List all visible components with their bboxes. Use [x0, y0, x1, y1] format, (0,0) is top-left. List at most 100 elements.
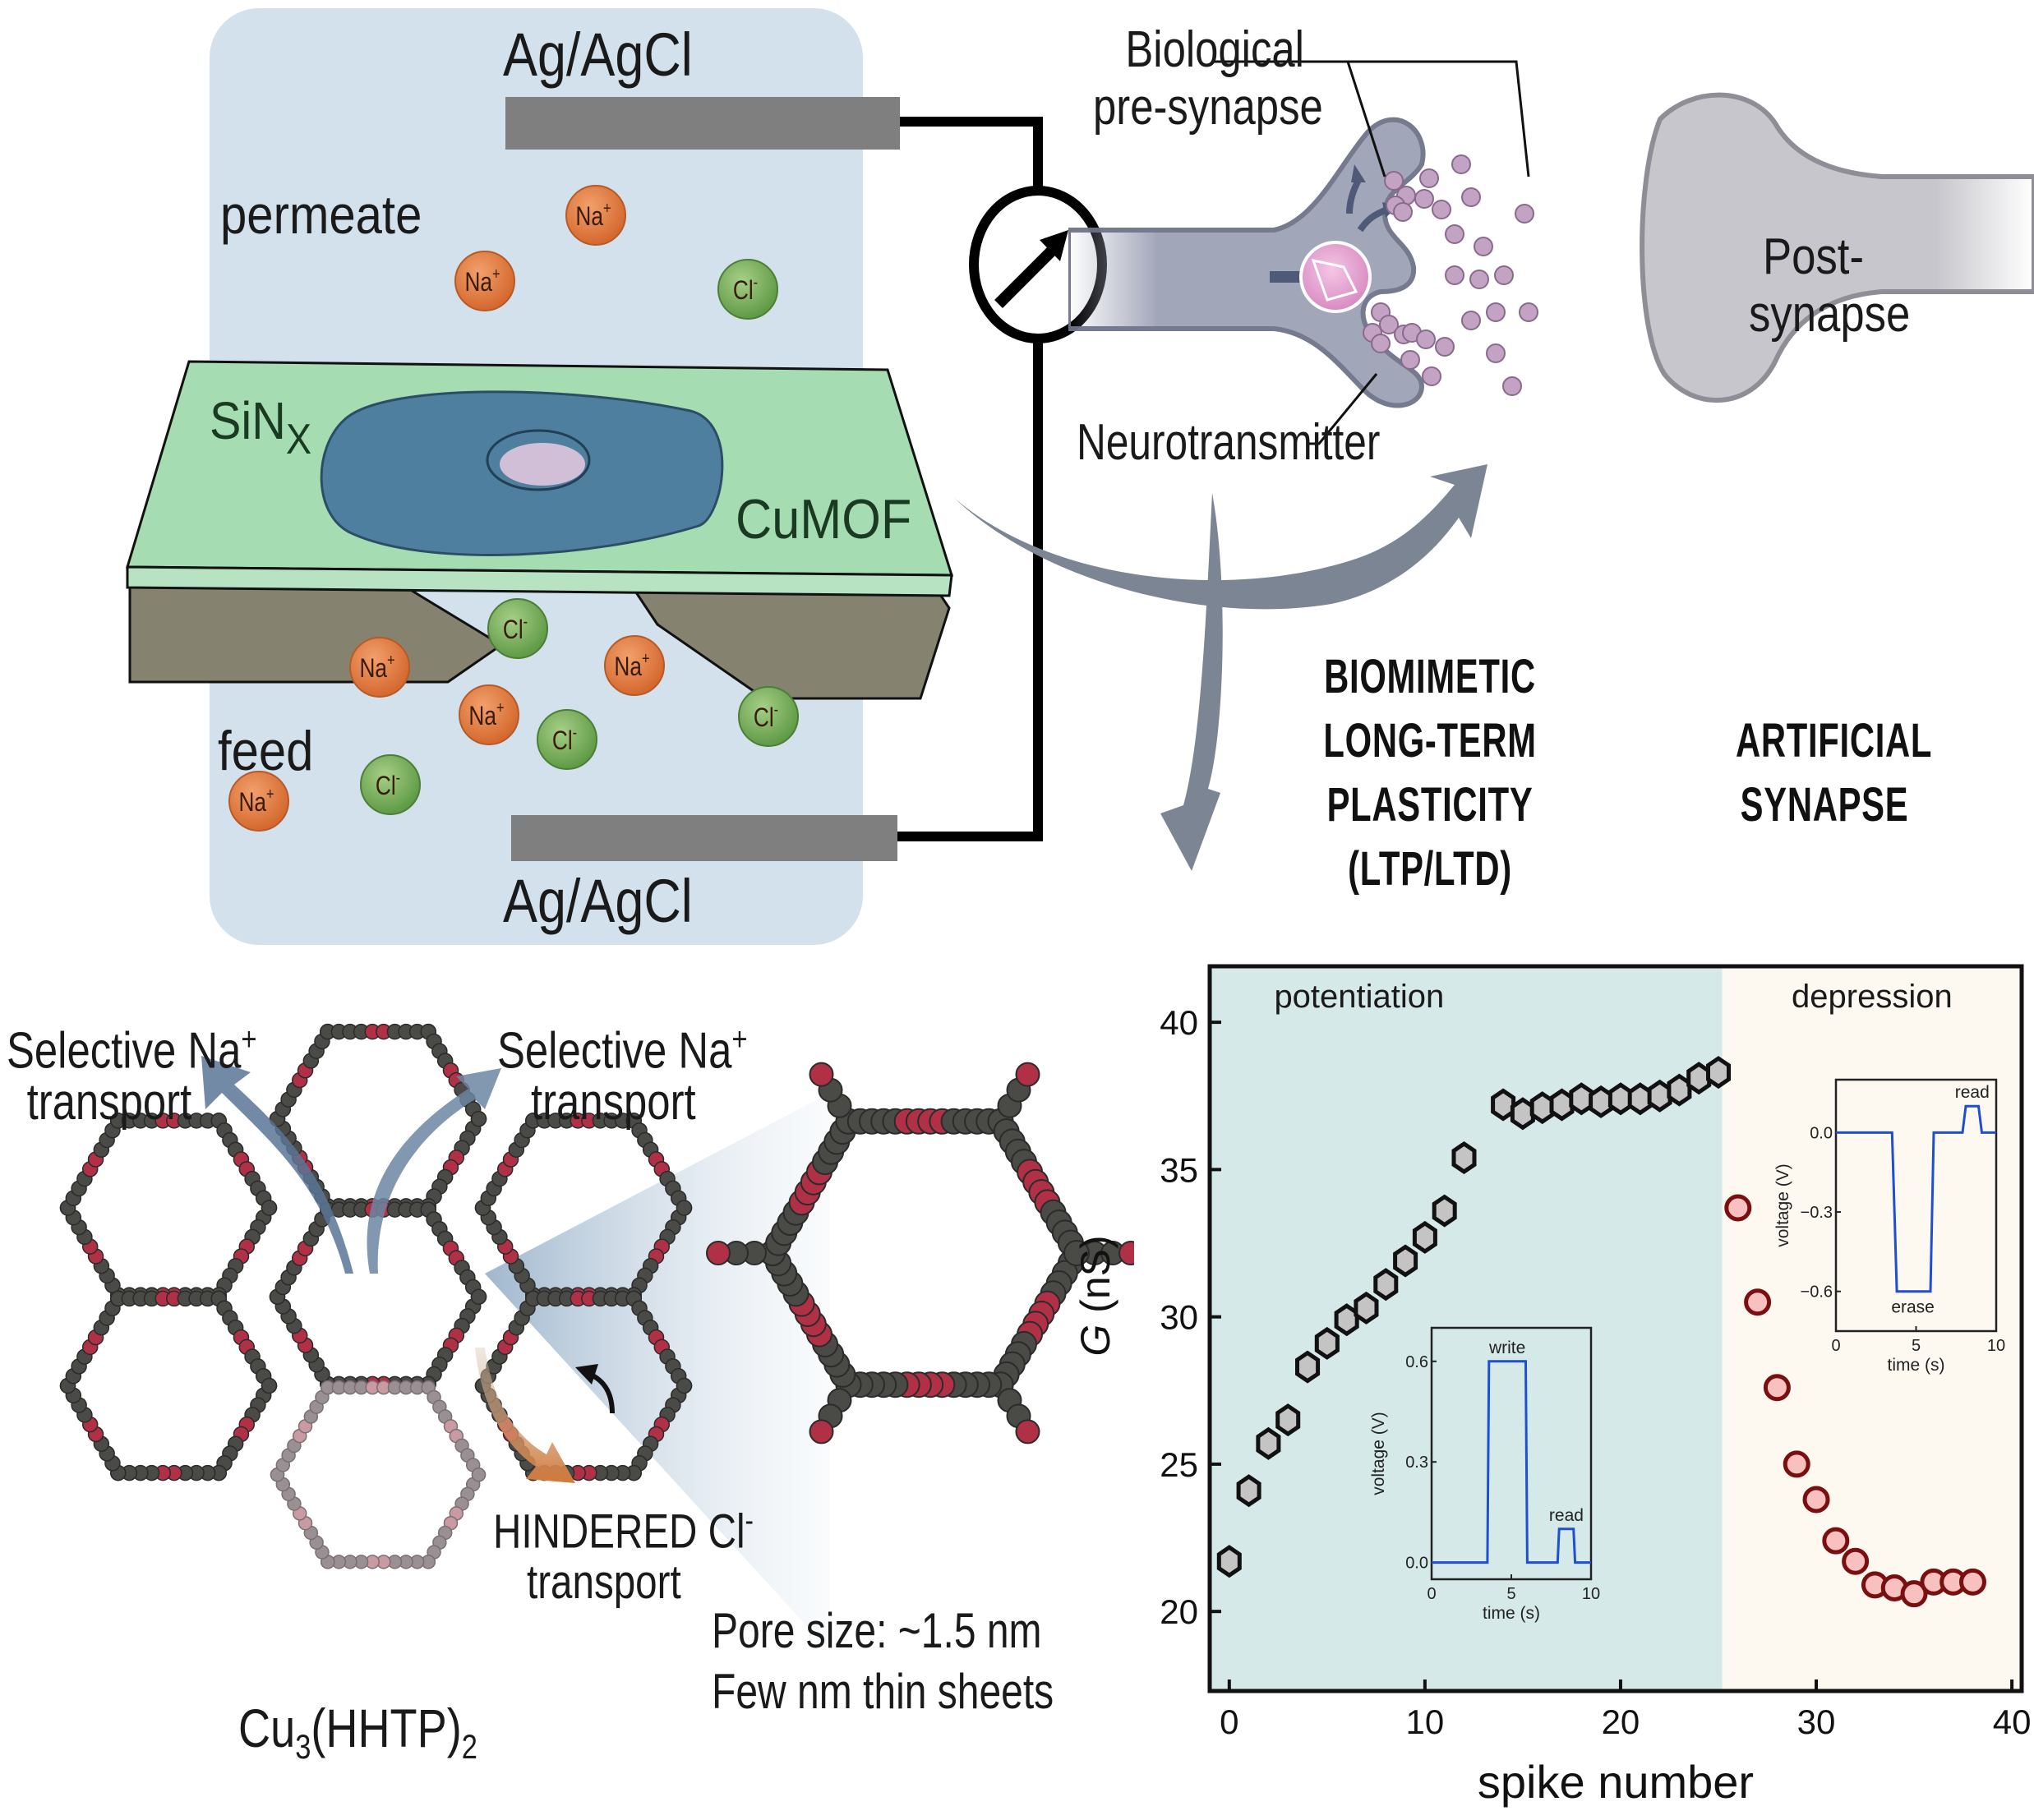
selective-na-left-line1: Selective Na+ [7, 1023, 257, 1077]
mof-hexagon [59, 1290, 278, 1481]
neurotransmitter-dot [1393, 202, 1413, 222]
pore-size-label: Pore size: ~1.5 nm [712, 1603, 1042, 1658]
biomimetic-line: BIOMIMETIC [1324, 650, 1536, 703]
selective-na-right: Selective Na+ transport [497, 1023, 748, 1128]
inset-x-label: time (s) [1483, 1604, 1540, 1623]
post-synapse-label: Post- synapse [1749, 232, 1910, 340]
hindered-cl-line1: HINDERED Cl- [493, 1505, 754, 1555]
circuit-wire [897, 117, 1043, 841]
cl-hindered-arrow [475, 1348, 575, 1483]
hindered-cl-text: HINDERED Cl [493, 1504, 745, 1559]
sodium-ion: Na+ [459, 684, 519, 745]
neurotransmitter-dot [1474, 237, 1493, 256]
pore-info: Pore size: ~1.5 nm Few nm thin sheets [712, 1606, 1054, 1716]
flow-arrows [953, 464, 1487, 871]
selective-na-right-line1: Selective Na+ [497, 1023, 748, 1077]
neurotransmitter-dot [1494, 265, 1514, 285]
inset-x-tick-label: 5 [1506, 1585, 1515, 1603]
sheet-thickness-label: Few nm thin sheets [712, 1664, 1054, 1719]
magnification-cone [485, 1093, 830, 1652]
na-transport-arrow-left [201, 1056, 353, 1274]
artificial-line: SYNAPSE [1740, 778, 1909, 832]
pre-synapse-label-line2: pre-synapse [1093, 79, 1323, 136]
neurotransmitter-dot [1435, 337, 1455, 357]
y-tick-label: 30 [1160, 1298, 1198, 1337]
mof-hexagon [59, 1113, 278, 1303]
data-point-depression [1958, 1568, 1986, 1596]
permeate-label: permeate [220, 184, 422, 245]
neurotransmitter-dot [1486, 302, 1506, 322]
neurotransmitter-dot [1445, 224, 1464, 244]
sodium-ion: Na+ [454, 251, 515, 311]
selective-na-left-text: Selective Na [7, 1022, 242, 1080]
y-tick-label: 25 [1160, 1445, 1198, 1484]
neurotransmitter-label: Neurotransmitter [1077, 414, 1381, 471]
neurotransmitter-dot [1502, 376, 1522, 396]
data-point-depression [1822, 1527, 1850, 1555]
artificial-synapse-text: ARTIFICIAL SYNAPSE [1701, 713, 1948, 841]
sinx-membrane-edge [126, 565, 953, 597]
inset-x-label: time (s) [1888, 1356, 1945, 1375]
arrow-cell-to-synapse [953, 464, 1487, 610]
y-tick-label: 35 [1160, 1150, 1198, 1189]
data-point-potentiation [1667, 1073, 1692, 1107]
pre-synapse-label-line1: Biological [1125, 21, 1304, 78]
region-label-potentiation: potentiation [1274, 979, 1444, 1015]
top-electrode [505, 97, 900, 150]
formula-hhtp: (HHTP) [311, 1698, 462, 1758]
data-point-depression [1724, 1194, 1752, 1222]
neurotransmitter-dot [1371, 334, 1391, 353]
data-point-depression [1744, 1288, 1772, 1316]
sodium-ion: Na+ [565, 185, 626, 246]
sodium-ion: Na+ [604, 635, 665, 696]
neurotransmitter-dot [1379, 315, 1399, 334]
data-point-potentiation [1216, 1545, 1242, 1578]
neurotransmitter-dot [1400, 350, 1420, 370]
x-tick-label: 20 [1602, 1703, 1640, 1741]
chloride-ion: Cl- [487, 598, 548, 659]
synapse-diagram [1068, 60, 2034, 445]
data-point-depression [1900, 1580, 1928, 1608]
data-point-potentiation [1295, 1350, 1321, 1384]
data-point-potentiation [1275, 1403, 1301, 1437]
biomimetic-line: LONG-TERM [1323, 714, 1537, 767]
inset-voltage-trace [1836, 1104, 1996, 1293]
region-label-depression: depression [1792, 979, 1953, 1015]
selective-na-right-line2: transport [531, 1073, 696, 1131]
x-tick-label: 0 [1220, 1703, 1238, 1741]
inset-x-tick-label: 5 [1912, 1337, 1921, 1355]
inset-voltage-trace [1432, 1360, 1591, 1564]
neurotransmitter-dot [1461, 187, 1481, 207]
inset-y-tick-label: 0.3 [1405, 1454, 1428, 1472]
data-point-potentiation [1393, 1244, 1418, 1278]
data-point-potentiation [1491, 1088, 1516, 1122]
data-point-potentiation [1373, 1268, 1399, 1302]
vesicle-membrane-lines [1311, 258, 1358, 302]
formula-cu: Cu [238, 1698, 296, 1758]
data-point-potentiation [1334, 1303, 1359, 1337]
neurotransmitter-dot [1414, 189, 1434, 209]
data-point-potentiation [1627, 1082, 1653, 1116]
inset-annotation-read: read [1955, 1083, 1990, 1102]
neurotransmitter-dot [1515, 204, 1534, 223]
cumof-label: CuMOF [736, 488, 912, 551]
selective-na-left-line2: transport [26, 1073, 192, 1131]
x-tick-label: 40 [1993, 1703, 2032, 1741]
neurotransmitter-dot [1486, 343, 1506, 363]
data-point-potentiation [1432, 1194, 1457, 1228]
data-point-potentiation [1256, 1426, 1281, 1460]
vesicle-sphere [1299, 241, 1372, 313]
nanopore-opening [500, 443, 585, 486]
sinx-label: SiNX [210, 394, 311, 461]
neurotransmitter-dot [1519, 302, 1538, 322]
x-axis-label: spike number [1478, 1756, 1754, 1808]
y-tick-label: 40 [1160, 1003, 1198, 1042]
inset-y-label: voltage (V) [1773, 1163, 1792, 1247]
superscript-plus: + [241, 1021, 257, 1057]
inset-y-tick-label: −0.6 [1801, 1283, 1833, 1302]
neurotransmitter-dot [1469, 270, 1489, 289]
mof-hexagon [270, 1380, 487, 1569]
data-point-depression [1763, 1374, 1791, 1402]
